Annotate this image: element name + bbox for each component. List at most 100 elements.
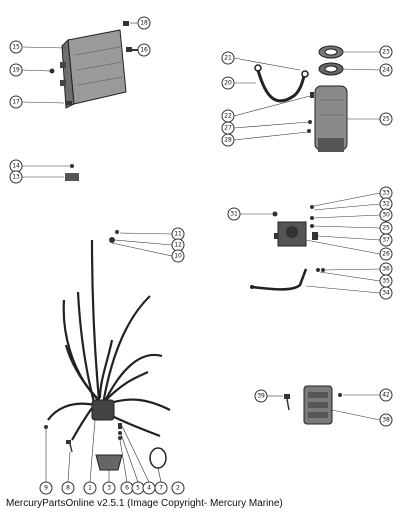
callout-31: 31 bbox=[227, 207, 241, 221]
svg-text:10: 10 bbox=[174, 253, 182, 260]
svg-text:7: 7 bbox=[159, 485, 163, 492]
callout-25-solenoid: 25 bbox=[379, 112, 393, 126]
wiring-harness-part bbox=[47, 239, 171, 441]
svg-text:13: 13 bbox=[12, 174, 20, 181]
callout-13: 13 bbox=[9, 170, 23, 184]
svg-text:3: 3 bbox=[107, 485, 111, 492]
svg-text:11: 11 bbox=[174, 231, 182, 238]
svg-text:31: 31 bbox=[230, 211, 238, 218]
callout-34: 34 bbox=[379, 286, 393, 300]
callout-20: 20 bbox=[221, 76, 235, 90]
svg-text:4: 4 bbox=[147, 485, 151, 492]
svg-text:26: 26 bbox=[382, 251, 390, 258]
control-module-part bbox=[60, 29, 127, 109]
svg-text:39: 39 bbox=[257, 393, 265, 400]
svg-text:14: 14 bbox=[12, 163, 20, 170]
clip-13-part bbox=[65, 164, 79, 181]
callout-10: 10 bbox=[171, 249, 185, 263]
callout-18: 18 bbox=[137, 16, 151, 30]
svg-text:2: 2 bbox=[176, 485, 180, 492]
svg-text:5: 5 bbox=[136, 485, 140, 492]
svg-text:16: 16 bbox=[140, 47, 148, 54]
callout-38: 38 bbox=[379, 413, 393, 427]
callout-3: 3 bbox=[102, 481, 116, 495]
callout-27: 27 bbox=[221, 121, 235, 135]
callout-23: 23 bbox=[379, 45, 393, 59]
svg-text:15: 15 bbox=[12, 44, 20, 51]
small-fasteners-part bbox=[44, 423, 122, 453]
svg-text:28: 28 bbox=[224, 137, 232, 144]
screw-17-part bbox=[66, 101, 72, 105]
svg-text:30: 30 bbox=[382, 212, 390, 219]
rectifier-part bbox=[303, 385, 333, 425]
callout-42: 42 bbox=[379, 388, 393, 402]
callout-1: 1 bbox=[83, 481, 97, 495]
callout-12: 12 bbox=[171, 238, 185, 252]
leader-lines bbox=[21, 22, 381, 483]
callout-28: 28 bbox=[221, 133, 235, 147]
plug-10-12-part bbox=[109, 230, 119, 243]
callout-7: 7 bbox=[154, 481, 168, 495]
svg-text:1: 1 bbox=[88, 485, 92, 492]
svg-text:23: 23 bbox=[382, 49, 390, 56]
cap-23-part bbox=[318, 45, 344, 59]
svg-text:17: 17 bbox=[12, 99, 20, 106]
svg-text:32: 32 bbox=[382, 201, 390, 208]
callout-17: 17 bbox=[9, 95, 23, 109]
svg-text:19: 19 bbox=[12, 67, 20, 74]
callout-24: 24 bbox=[379, 63, 393, 77]
switch-assembly-part bbox=[272, 205, 318, 247]
svg-text:25: 25 bbox=[382, 225, 390, 232]
ring-7-part bbox=[149, 447, 167, 469]
svg-text:33: 33 bbox=[382, 190, 390, 197]
svg-text:36: 36 bbox=[382, 266, 390, 273]
callout-5: 5 bbox=[131, 481, 145, 495]
screw-39-part bbox=[284, 394, 290, 411]
svg-text:37: 37 bbox=[382, 237, 390, 244]
wire-34-part bbox=[250, 268, 325, 291]
svg-text:35: 35 bbox=[382, 278, 390, 285]
callout-2: 2 bbox=[171, 481, 185, 495]
screw-18-part bbox=[123, 21, 129, 26]
callout-33: 33 bbox=[379, 186, 393, 200]
svg-text:8: 8 bbox=[66, 485, 70, 492]
callout-25-switch: 25 bbox=[379, 221, 393, 235]
callout-6: 6 bbox=[120, 481, 134, 495]
svg-text:42: 42 bbox=[382, 392, 390, 399]
callout-9: 9 bbox=[39, 481, 53, 495]
svg-text:22: 22 bbox=[224, 113, 232, 120]
starter-solenoid-part bbox=[314, 85, 348, 152]
image-caption: MercuryPartsOnline v2.5.1 (Image Copyrig… bbox=[6, 498, 283, 509]
bracket-3-part bbox=[95, 454, 123, 471]
svg-text:25: 25 bbox=[382, 116, 390, 123]
callout-30: 30 bbox=[379, 208, 393, 222]
callout-8: 8 bbox=[61, 481, 75, 495]
harness-connector-part bbox=[91, 399, 115, 421]
callout-36: 36 bbox=[379, 262, 393, 276]
grommet-19-part bbox=[49, 68, 55, 74]
callout-35: 35 bbox=[379, 274, 393, 288]
nut-22-part bbox=[307, 92, 314, 133]
svg-text:20: 20 bbox=[224, 80, 232, 87]
cap-24-part bbox=[318, 62, 344, 76]
callout-21: 21 bbox=[221, 51, 235, 65]
callout-11: 11 bbox=[171, 227, 185, 241]
callout-4: 4 bbox=[142, 481, 156, 495]
callout-32: 32 bbox=[379, 197, 393, 211]
svg-text:9: 9 bbox=[44, 485, 48, 492]
svg-text:27: 27 bbox=[224, 125, 232, 132]
callout-15: 15 bbox=[9, 40, 23, 54]
svg-text:38: 38 bbox=[382, 417, 390, 424]
callout-14: 14 bbox=[9, 159, 23, 173]
callout-16: 16 bbox=[137, 43, 151, 57]
callout-39: 39 bbox=[254, 389, 268, 403]
callout-22: 22 bbox=[221, 109, 235, 123]
svg-text:24: 24 bbox=[382, 67, 390, 74]
callout-26: 26 bbox=[379, 247, 393, 261]
svg-text:21: 21 bbox=[224, 55, 232, 62]
callout-37: 37 bbox=[379, 233, 393, 247]
svg-text:34: 34 bbox=[382, 290, 390, 297]
svg-text:6: 6 bbox=[125, 485, 129, 492]
callout-19: 19 bbox=[9, 63, 23, 77]
